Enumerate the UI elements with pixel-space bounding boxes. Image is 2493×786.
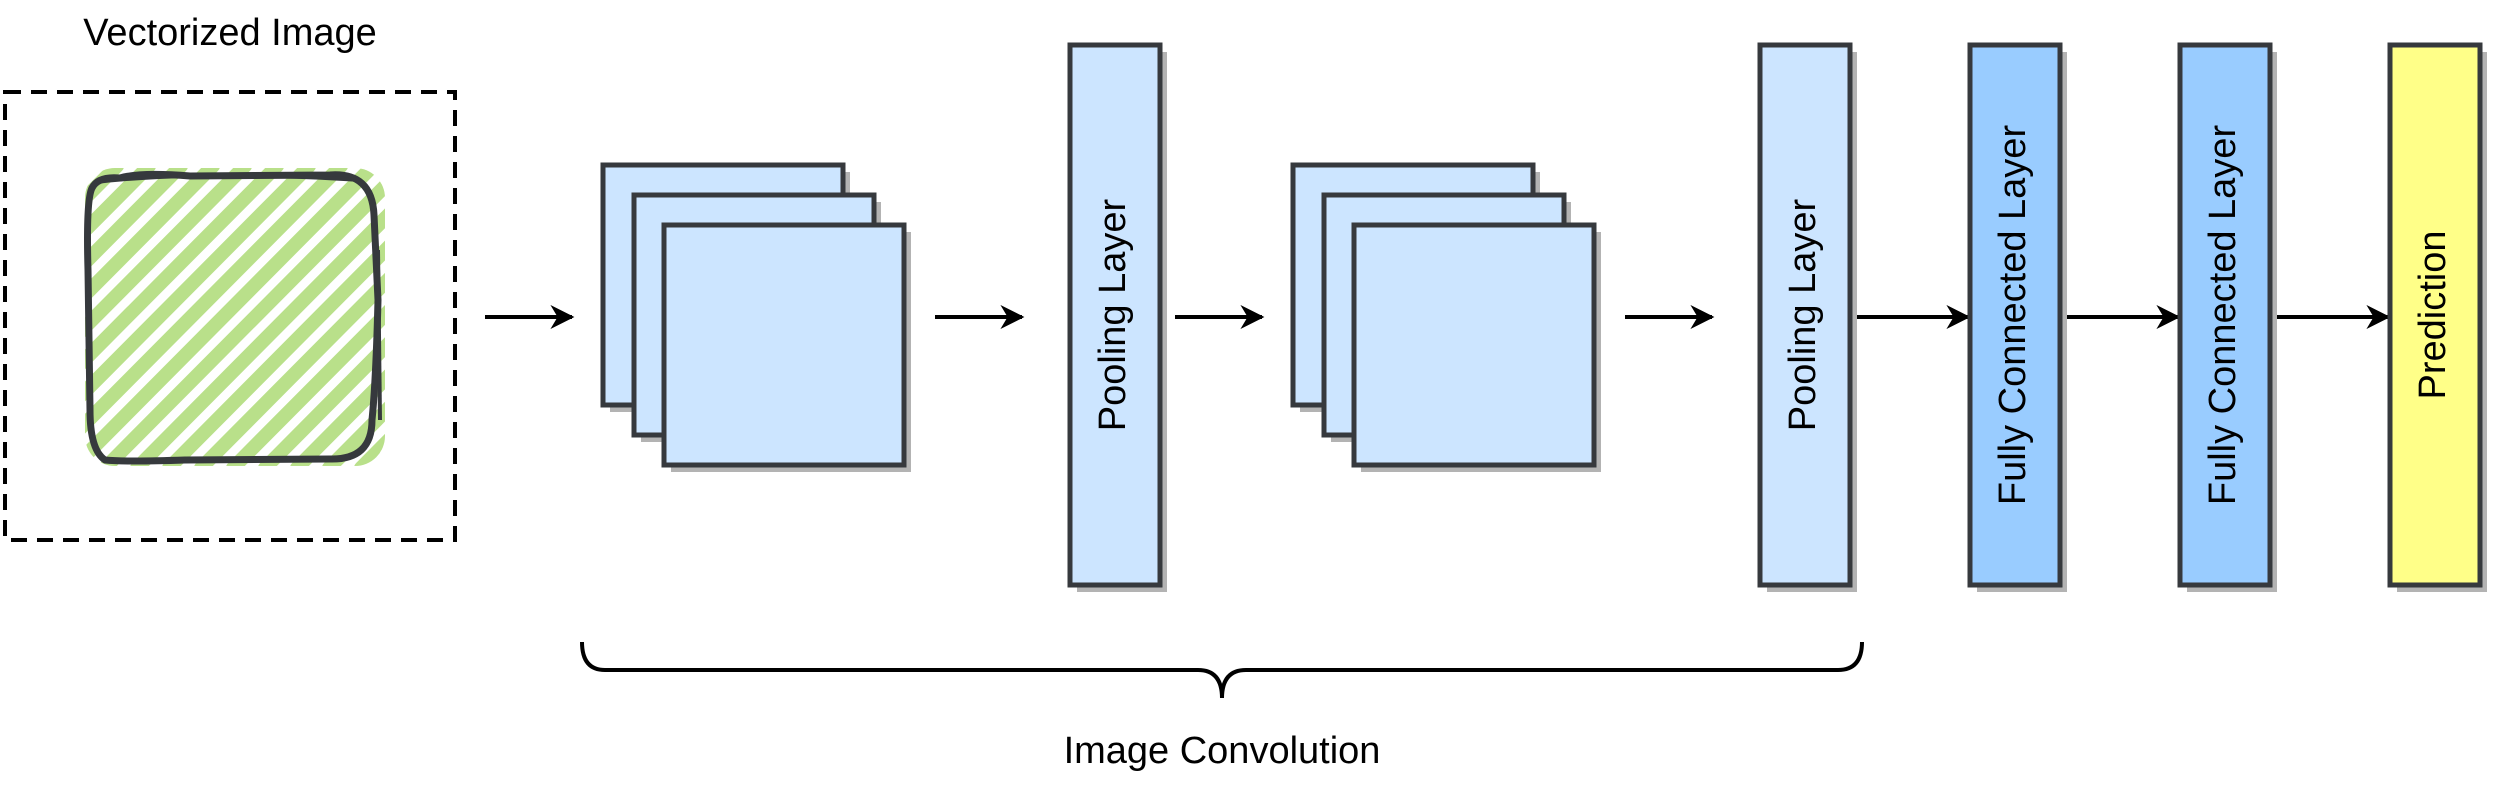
fully-connected-layer-2-label: Fully Connected Layer xyxy=(2202,125,2244,506)
hatch-stroke xyxy=(85,168,92,466)
hatch-stroke xyxy=(85,168,380,466)
hatch-stroke xyxy=(98,168,385,466)
fully-connected-layer-2: Fully Connected Layer xyxy=(2177,42,2277,592)
input-title: Vectorized Image xyxy=(83,12,377,54)
hatch-stroke xyxy=(85,168,188,466)
pooling-layer-2-label: Pooling Layer xyxy=(1782,198,1824,431)
conv-stack-1 xyxy=(600,162,911,472)
hatch-stroke xyxy=(85,168,316,466)
input-frame xyxy=(3,90,457,542)
fully-connected-layer-1: Fully Connected Layer xyxy=(1967,42,2067,592)
hatch-stroke xyxy=(258,168,385,466)
hatched-square-icon xyxy=(84,168,385,466)
prediction-layer: Prediction xyxy=(2387,42,2487,592)
hatch-stroke xyxy=(85,168,284,466)
hatch-stroke xyxy=(226,168,385,466)
fully-connected-layer-1-label: Fully Connected Layer xyxy=(1992,125,2034,506)
feature-map xyxy=(661,222,907,468)
conv-stack-2 xyxy=(1290,162,1601,472)
hatch-stroke xyxy=(85,168,252,466)
pooling-layer-1: Pooling Layer xyxy=(1067,42,1167,592)
hatch-stroke xyxy=(290,168,385,466)
prediction-label: Prediction xyxy=(2412,231,2454,400)
convolution-brace xyxy=(580,641,1864,699)
pooling-layer-2: Pooling Layer xyxy=(1757,42,1857,592)
feature-map xyxy=(1351,222,1597,468)
hatch-stroke xyxy=(194,168,385,466)
convolution-group-label: Image Convolution xyxy=(1064,730,1381,772)
hatch-stroke xyxy=(130,168,385,466)
hatch-stroke xyxy=(85,168,220,466)
pooling-layer-1-label: Pooling Layer xyxy=(1092,198,1134,431)
hatch-stroke xyxy=(85,168,156,466)
hatch-stroke xyxy=(162,168,385,466)
